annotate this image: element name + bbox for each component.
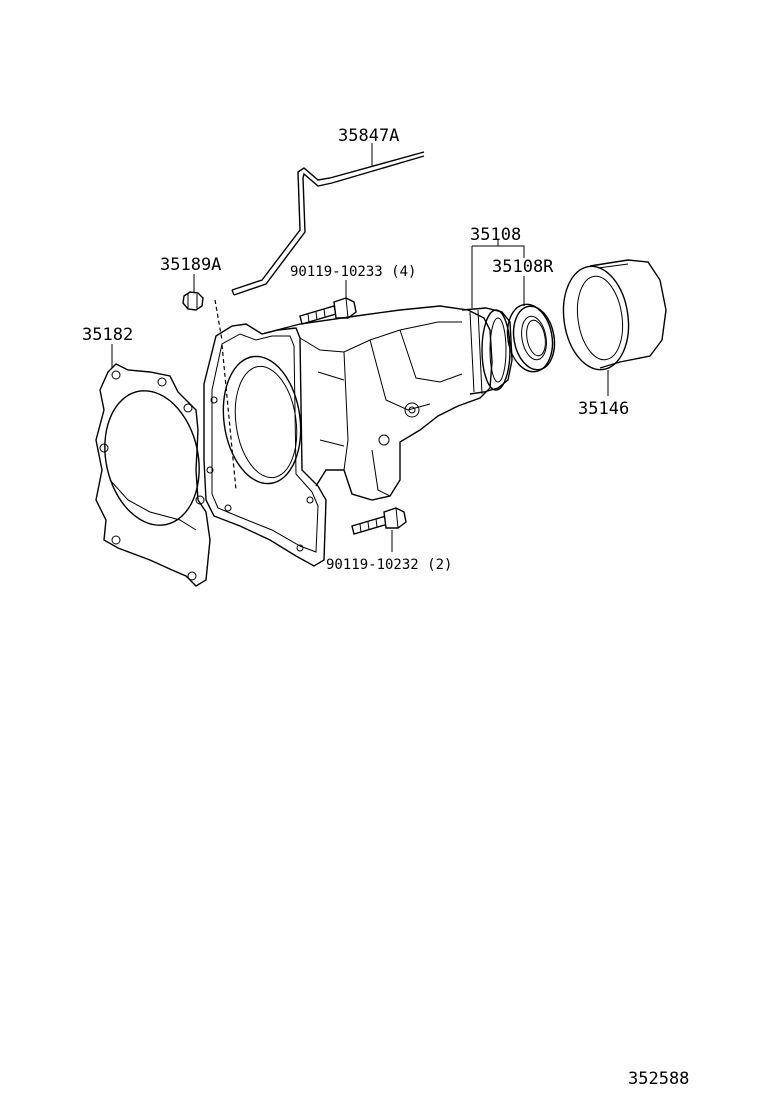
label-breather-plug: 35189A xyxy=(160,255,221,275)
label-dust-deflector: 35146 xyxy=(578,399,629,419)
dust-deflector[interactable] xyxy=(557,259,667,374)
label-bolt-lower: 90119-10232 (2) xyxy=(326,557,452,573)
breather-tube[interactable] xyxy=(231,151,425,296)
dashed-guide-plug-lower xyxy=(221,344,237,491)
bolt-upper[interactable] xyxy=(299,297,357,325)
diagram-number: 352588 xyxy=(628,1069,689,1089)
label-bolt-upper: 90119-10233 (4) xyxy=(290,264,416,280)
label-gasket: 35182 xyxy=(82,325,133,345)
gasket[interactable] xyxy=(93,363,211,587)
oil-seal[interactable] xyxy=(502,301,559,376)
bolt-lower[interactable] xyxy=(351,507,407,535)
bracket-extension-housing xyxy=(471,240,525,308)
label-extension-housing: 35108 xyxy=(470,225,521,245)
breather-plug[interactable] xyxy=(182,291,204,311)
label-breather-tube: 35847A xyxy=(338,126,399,146)
label-oil-seal: 35108R xyxy=(492,257,554,277)
